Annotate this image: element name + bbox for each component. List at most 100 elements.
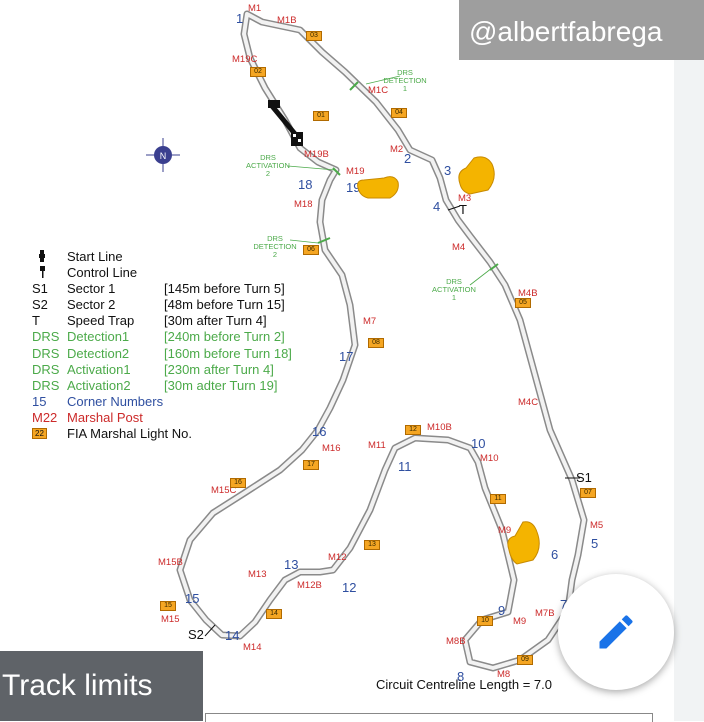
leader-line: [287, 165, 336, 171]
legend-description: [240m before Turn 2]: [164, 329, 285, 345]
corner-number: 17: [339, 349, 354, 364]
title-text: Track limits: [2, 669, 153, 702]
marshal-post: M12: [328, 552, 347, 563]
drs-line: [317, 237, 331, 244]
drs-line: [332, 167, 341, 176]
corner-number: 2: [404, 151, 412, 166]
legend-label: Detection2: [67, 345, 130, 361]
marshal-post: M15C: [211, 485, 237, 496]
marshal-post: M19: [346, 166, 365, 177]
marshal-post: M1C: [368, 85, 389, 96]
legend-label: Sector 1: [67, 281, 116, 297]
legend-label: Speed Trap: [67, 313, 135, 329]
author-handle: @albertfabrega: [469, 16, 663, 47]
drs-zone-label: DRS DETECTION 2: [253, 234, 297, 259]
marshal-post: M13: [248, 569, 267, 580]
marshal-post: M12B: [297, 580, 322, 591]
legend-label: Sector 2: [67, 297, 116, 313]
marshal-post: M4B: [518, 288, 538, 299]
legend-label: Corner Numbers: [67, 393, 164, 409]
marshal-post: M19B: [304, 149, 329, 160]
marshal-light-number: 07: [580, 488, 596, 498]
corner-number: 19: [346, 180, 361, 195]
marshal-post: M3: [458, 193, 472, 204]
bottom-panel-edge: [205, 713, 653, 722]
legend-label: Start Line: [67, 249, 123, 264]
legend-symbol: DRS: [32, 345, 60, 361]
marshal-light-number: 16: [230, 478, 246, 488]
corner-number: 12: [342, 580, 357, 595]
edit-button[interactable]: [558, 574, 674, 690]
marshal-post: M14: [243, 642, 262, 653]
marshal-light-number: 03: [306, 31, 322, 41]
leader-line: [365, 75, 401, 85]
centreline-length-label: Circuit Centreline Length = 7.0: [376, 677, 552, 692]
marshal-post: M15: [161, 614, 180, 625]
marshal-post: M2: [390, 144, 404, 155]
marshal-light-number: 13: [364, 540, 380, 550]
marshal-post: M1B: [277, 15, 297, 26]
speed-trap-line: [447, 205, 461, 211]
legend-description: [48m before Turn 15]: [164, 297, 285, 313]
legend-symbol: DRS: [32, 329, 60, 345]
marshal-post: M19C: [232, 54, 258, 65]
legend-symbol: DRS: [32, 377, 60, 393]
control-line-icon: [32, 265, 46, 282]
legend-symbol: M22: [32, 409, 58, 425]
legend-description: [30m after Turn 4]: [164, 313, 267, 329]
marshal-post: M9: [513, 616, 527, 627]
marshal-light-number: 14: [266, 609, 282, 619]
svg-text:N: N: [160, 151, 167, 161]
marshal-light-number: 06: [303, 245, 319, 255]
drs-zone-label: DRS ACTIVATION 2: [246, 153, 290, 178]
legend-symbol: S2: [32, 297, 48, 313]
corner-number: 13: [284, 557, 299, 572]
corner-number: 3: [444, 163, 452, 178]
legend-label: Activation1: [67, 361, 131, 377]
drs-line: [349, 81, 359, 91]
author-handle-banner: @albertfabrega: [459, 0, 704, 60]
marshal-light-number: 05: [515, 298, 531, 308]
marshal-light-number: 04: [391, 108, 407, 118]
marshal-post: M15B: [158, 557, 183, 568]
start-line-icon: [32, 249, 46, 266]
legend-description: [30m adter Turn 19]: [164, 377, 278, 393]
sector-marker: S1: [576, 470, 592, 485]
marshal-post: M18: [294, 199, 313, 210]
hand-pointer-icon: [507, 521, 540, 565]
drs-zone-label: DRS ACTIVATION 1: [432, 277, 476, 302]
corner-number: 4: [433, 199, 441, 214]
legend-label: FIA Marshal Light No.: [67, 426, 192, 442]
leader-line: [469, 267, 493, 286]
corner-number: 5: [591, 536, 599, 551]
legend-symbol: T: [32, 313, 40, 329]
marshal-post: M10B: [427, 422, 452, 433]
marshal-light-number: 17: [303, 460, 319, 470]
pit-building: [268, 100, 303, 146]
marshal-post: M5: [590, 520, 604, 531]
pencil-icon: [599, 615, 633, 649]
marshal-post: M16: [322, 443, 341, 454]
marshal-post: M4: [452, 242, 466, 253]
corner-number: 15: [185, 591, 200, 606]
marshal-light-number: 10: [477, 616, 493, 626]
marshal-light-number: 09: [517, 655, 533, 665]
corner-number: 10: [471, 436, 486, 451]
marshal-post: M9: [498, 525, 512, 536]
leader-line: [289, 239, 319, 244]
marshal-post: M10: [480, 453, 499, 464]
corner-number: 9: [498, 603, 506, 618]
marshal-post: M8B: [446, 636, 466, 647]
drs-zone-label: DRS DETECTION 1: [383, 68, 427, 93]
marshal-light-number: 15: [160, 601, 176, 611]
sector-marker: S2: [188, 627, 204, 642]
legend-symbol: S1: [32, 281, 48, 297]
corner-number: 14: [225, 628, 240, 643]
legend-description: [230m after Turn 4]: [164, 361, 274, 377]
corner-number: 11: [398, 459, 412, 474]
marshal-light-number: 02: [250, 67, 266, 77]
corner-number: 18: [298, 177, 313, 192]
marshal-post: M7B: [535, 608, 555, 619]
hand-pointer-icon: [357, 176, 399, 199]
corner-number: 1: [236, 11, 244, 26]
